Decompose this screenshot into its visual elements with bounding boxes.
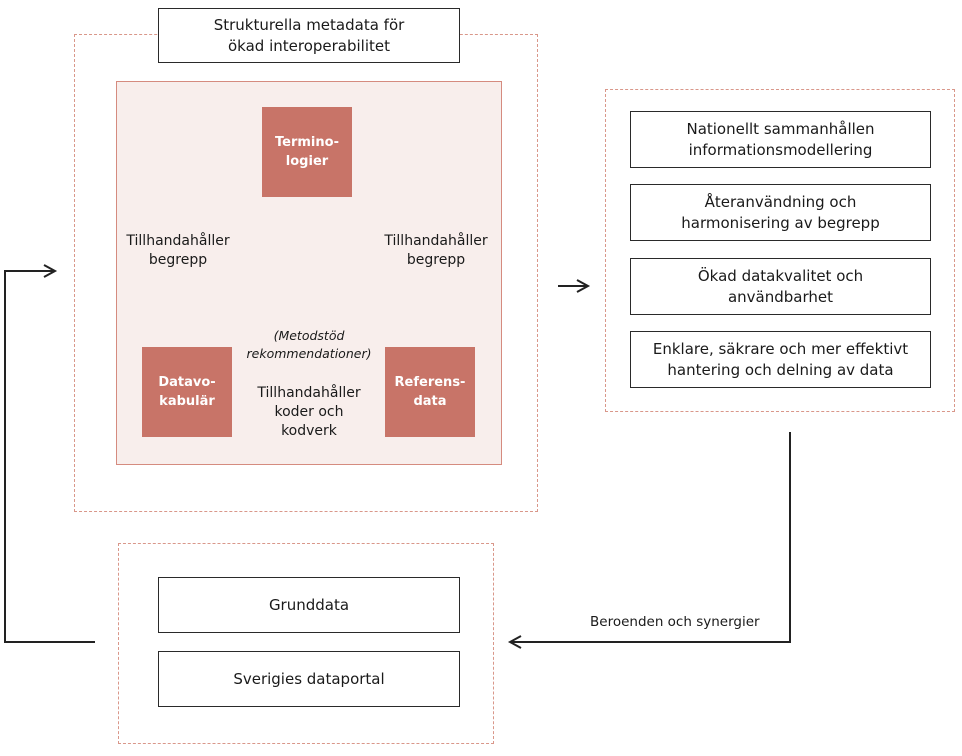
edge-label-left: Tillhandahåller begrepp (126, 233, 230, 268)
arrow-benefits-to-infrastructure (507, 432, 791, 649)
edge-label-bottom: Tillhandahåller koder och kodverk (257, 385, 361, 439)
benefit-box: Nationellt sammanhållen informationsmode… (630, 111, 931, 168)
metadata-section-title: Strukturella metadata för ökad interoper… (158, 8, 460, 63)
node-terminologier: Termino- logier (262, 107, 352, 197)
node-datavokabular: Datavo- kabulär (142, 347, 232, 437)
infrastructure-box-dataportal: Sverigies dataportal (158, 651, 460, 707)
benefit-box: Enklare, säkrare och mer effektivt hante… (630, 331, 931, 388)
infrastructure-box-grunddata: Grunddata (158, 577, 460, 633)
infrastructure-section (118, 543, 494, 744)
edge-note-bottom: (Metodstöd rekommendationer) (246, 328, 372, 361)
benefits-section (605, 89, 955, 412)
dependency-label: Beroenden och synergier (590, 614, 760, 630)
edge-label-right: Tillhandahåller begrepp (384, 233, 488, 268)
benefit-box: Ökad datakvalitet och användbarhet (630, 258, 931, 315)
arrow-feedback-loop (4, 264, 95, 643)
benefit-box: Återanvändning och harmonisering av begr… (630, 184, 931, 241)
node-referensdata: Referens- data (385, 347, 475, 437)
